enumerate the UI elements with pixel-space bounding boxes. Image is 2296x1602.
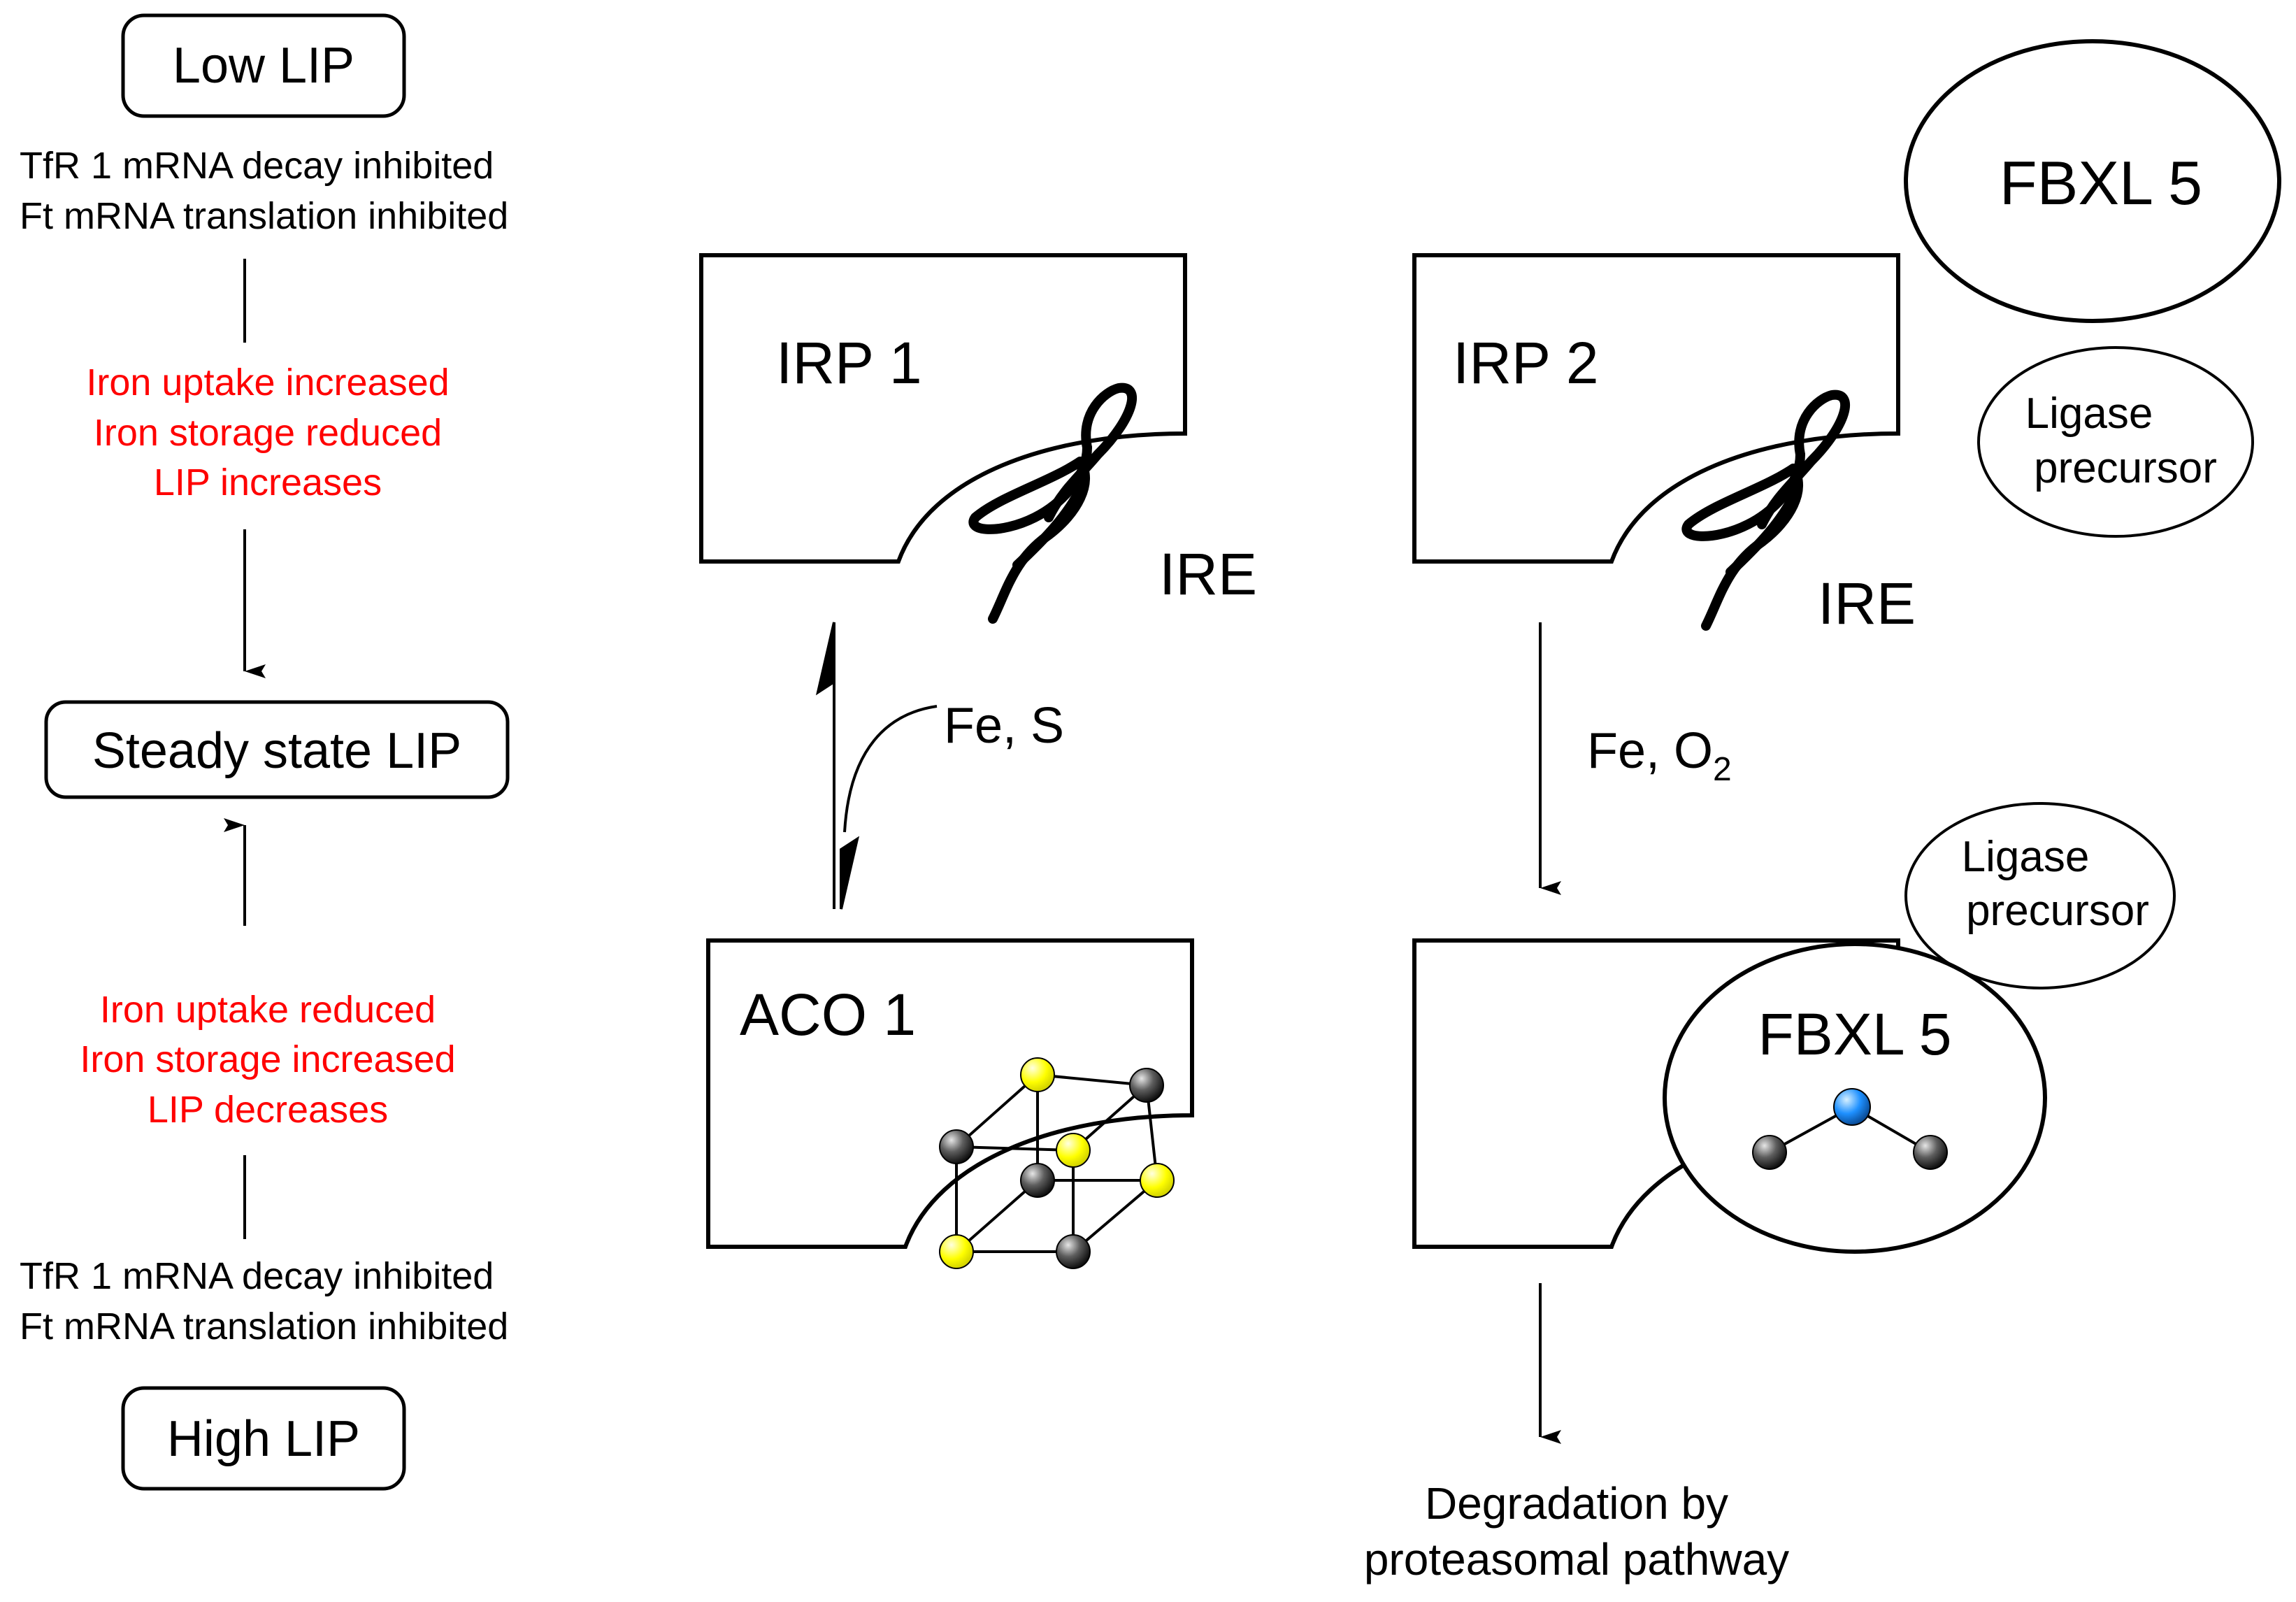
steady-state-label: Steady state LIP	[92, 723, 461, 779]
low-lip-label: Low LIP	[173, 38, 354, 94]
high-lip-label: High LIP	[167, 1411, 360, 1467]
fe-o2-label: Fe, O2	[1587, 723, 1732, 788]
ire-label-irp1: IRE	[1159, 541, 1257, 607]
ire-hairpin-irp1	[968, 382, 1138, 624]
degradation-line-2: proteasomal pathway	[1364, 1534, 1789, 1585]
bottom-effect-line-2: Ft mRNA translation inhibited	[20, 1306, 508, 1347]
aco1-protein: ACO 1	[706, 938, 1194, 1249]
irp2-protein: IRP 2	[1412, 253, 1900, 564]
irp1-protein: IRP 1	[699, 253, 1187, 564]
ire-hairpin-irp2	[1681, 389, 1851, 631]
red-bottom-line-1: Iron uptake reduced	[100, 989, 436, 1031]
ligase-precursor-top: Ligase precursor	[1977, 346, 2254, 538]
ligase-bottom-line-1: Ligase	[1962, 833, 2090, 881]
red-top-line-3: LIP increases	[154, 462, 382, 503]
iron-atom	[1056, 1234, 1091, 1269]
equilibrium-arrows	[815, 622, 938, 910]
sulfur-atom	[1140, 1163, 1175, 1198]
iron-sulfur-cluster	[939, 1057, 1175, 1269]
ligase-top-line-1: Ligase	[2025, 389, 2153, 438]
irp1-label: IRP 1	[776, 330, 922, 396]
iron-atom	[1752, 1135, 1787, 1170]
low-lip-box: Low LIP	[121, 13, 406, 118]
irp2-fbxl5-complex: FBXL 5	[1412, 938, 2047, 1254]
red-bottom-line-2: Iron storage increased	[80, 1038, 455, 1080]
ligase-precursor-bottom: Ligase precursor	[1904, 802, 2176, 989]
red-top-line-2: Iron storage reduced	[94, 412, 442, 454]
ligase-bottom-line-2: precursor	[1966, 887, 2149, 935]
red-top-line-1: Iron uptake increased	[86, 362, 449, 403]
aco1-label: ACO 1	[740, 982, 916, 1047]
fbxl5-bottom-label: FBXL 5	[1758, 1001, 1951, 1067]
sulfur-atom	[1020, 1057, 1055, 1092]
ire-label-irp2: IRE	[1818, 571, 1916, 636]
iron-atom	[1020, 1163, 1055, 1198]
top-effect-line-1: TfR 1 mRNA decay inhibited	[20, 145, 494, 187]
oxygen-atom	[1833, 1088, 1871, 1126]
iron-atom	[1913, 1135, 1948, 1170]
fe-s-label: Fe, S	[944, 698, 1064, 754]
degradation-line-1: Degradation by	[1425, 1478, 1728, 1529]
bottom-effect-line-1: TfR 1 mRNA decay inhibited	[20, 1255, 494, 1297]
iron-atom	[939, 1129, 974, 1164]
ligase-top-line-2: precursor	[2034, 444, 2217, 492]
top-effect-line-2: Ft mRNA translation inhibited	[20, 195, 508, 237]
fbxl5-free: FBXL 5	[1904, 39, 2281, 323]
steady-state-box: Steady state LIP	[44, 700, 510, 799]
high-lip-box: High LIP	[121, 1386, 406, 1491]
red-bottom-line-3: LIP decreases	[148, 1089, 388, 1131]
fbxl5-top-label: FBXL 5	[2000, 148, 2202, 217]
irp2-label: IRP 2	[1453, 330, 1599, 396]
iron-oxygen-site	[1752, 1088, 1948, 1170]
sulfur-atom	[1056, 1133, 1091, 1168]
sulfur-atom	[939, 1234, 974, 1269]
iron-atom	[1129, 1068, 1164, 1103]
